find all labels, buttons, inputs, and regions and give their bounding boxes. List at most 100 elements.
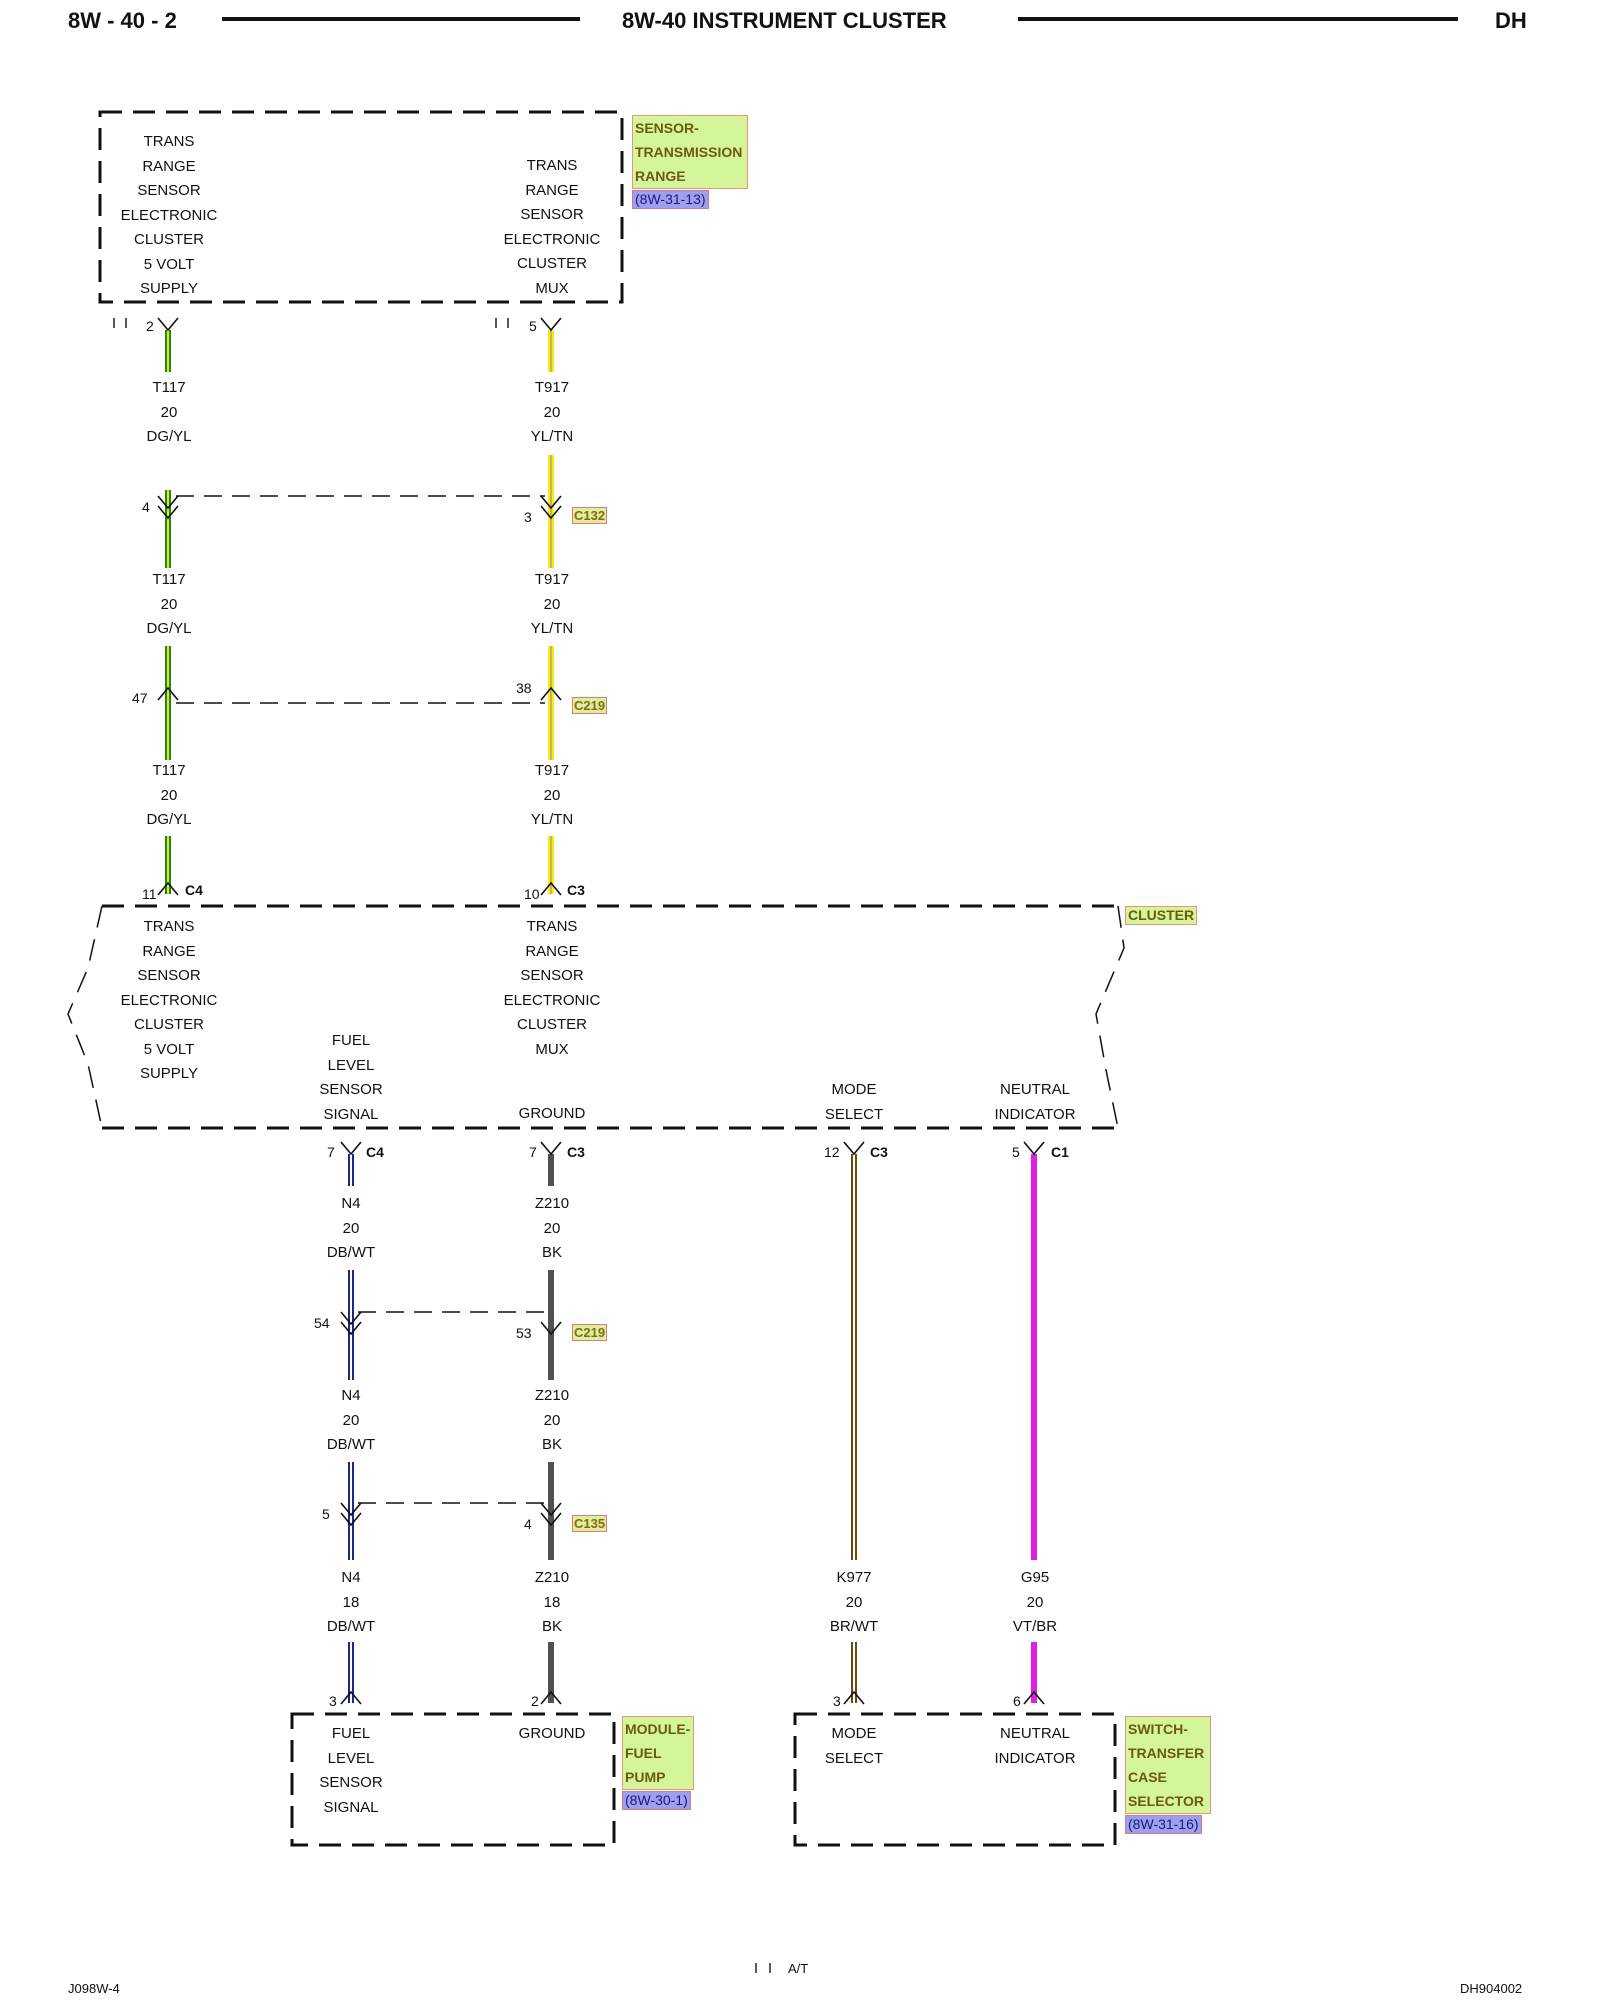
text-line: TRANSFER (1128, 1745, 1205, 1761)
text-line: MODE (831, 1081, 877, 1098)
pin-c219-b-left: 54 (314, 1315, 330, 1331)
text-line: FUEL (625, 1745, 662, 1761)
text-line: ELECTRONIC (503, 991, 601, 1009)
cl-mux-pin (540, 881, 562, 896)
text-line: TRANS (526, 918, 578, 935)
text-line: 20 (543, 1411, 561, 1429)
text-line: RANGE (142, 157, 196, 175)
text-line: 5 VOLT (143, 255, 195, 273)
c135-connector-tag[interactable]: C135 (572, 1515, 608, 1532)
fp-ground-label: GROUND (519, 1722, 586, 1747)
c219-a-connector-tag[interactable]: C219 (572, 697, 608, 714)
text-line: DG/YL (146, 428, 192, 445)
text-line: SUPPLY (139, 1065, 199, 1082)
c219-b-right-pin (540, 1321, 562, 1336)
text-line: SENSOR (319, 1081, 383, 1098)
text-line: LEVEL (327, 1056, 375, 1074)
footer-tick (755, 1963, 771, 1973)
pin-tc-mode: 3 (833, 1693, 841, 1709)
text-line: MODE (831, 1725, 877, 1742)
c135-right-pin (540, 1502, 562, 1527)
text-line: MUX (535, 1040, 569, 1058)
text-line: ELECTRONIC (503, 230, 601, 248)
c132-connector-tag[interactable]: C132 (572, 507, 608, 524)
trs-reference-link[interactable]: (8W-31-13) (632, 190, 709, 209)
tc-mode-pin (843, 1690, 865, 1705)
trs-mux-pin (540, 317, 562, 332)
text-line: RANGE (525, 942, 579, 960)
header-rule-left (222, 17, 580, 21)
tc-neutral-pin (1023, 1690, 1045, 1705)
pin-trs-mux: 5 (529, 318, 537, 334)
pin-c219-b-right: 53 (516, 1325, 532, 1341)
cluster-left-side (67, 905, 103, 1129)
text-line: MODULE- (625, 1721, 691, 1737)
text-line: ELECTRONIC (120, 206, 218, 224)
transfer-case-reference-link[interactable]: (8W-31-16) (1125, 1815, 1202, 1834)
text-line: GROUND (518, 1725, 586, 1742)
pin-cl-ground: 7 (529, 1144, 537, 1160)
page-number: 8W - 40 - 2 (68, 8, 177, 33)
cl-ground-connector-id: C3 (567, 1144, 585, 1160)
pin-c132-right: 3 (524, 509, 532, 525)
text-line: TRANS (526, 157, 578, 174)
text-line: RANGE (142, 942, 196, 960)
text-line: CLUSTER (133, 1016, 204, 1033)
text-line: DG/YL (146, 620, 192, 637)
text-line: NEUTRAL (999, 1081, 1070, 1098)
text-line: RANGE (635, 168, 686, 184)
text-line: SELECT (824, 1105, 884, 1123)
c219-a-left-pin (157, 686, 179, 701)
text-line: 5 VOLT (143, 1040, 195, 1058)
c135-left-pin (340, 1502, 362, 1527)
fuel-pump-reference-link[interactable]: (8W-30-1) (622, 1791, 691, 1810)
cl-mode-pin (843, 1141, 865, 1156)
text-line: K977 (836, 1569, 872, 1586)
fp-ground-pin (540, 1690, 562, 1705)
header-rule-right (1018, 17, 1458, 21)
text-line: 20 (160, 595, 178, 613)
text-line: 18 (543, 1593, 561, 1611)
vehicle-code: DH (1495, 8, 1527, 33)
trs-tick-left (113, 318, 127, 328)
text-line: 20 (160, 786, 178, 804)
cluster-component-tag[interactable]: CLUSTER (1125, 906, 1198, 925)
cl-mux-connector-id: C3 (567, 882, 585, 898)
text-line: CLUSTER (516, 255, 587, 272)
text-line: SENSOR (137, 182, 201, 199)
text-line: LEVEL (327, 1749, 375, 1767)
text-line: DG/YL (146, 811, 192, 828)
text-line: BR/WT (829, 1618, 879, 1635)
cl-supply-pin (157, 881, 179, 896)
cl-mode-label: MODE SELECT (825, 1078, 883, 1127)
text-line: SENSOR- (635, 120, 699, 136)
c219-b-connector-tag[interactable]: C219 (572, 1324, 608, 1341)
text-line: T117 (152, 571, 186, 588)
text-line: INDICATOR (994, 1105, 1076, 1123)
footer-option-note: A/T (788, 1961, 809, 1976)
text-line: SUPPLY (139, 280, 199, 297)
trs-tick-right (495, 318, 509, 328)
cl-mode-connector-id: C3 (870, 1144, 888, 1160)
text-line: SIGNAL (323, 1105, 379, 1123)
text-line: TRANS (143, 918, 195, 935)
text-line: Z210 (534, 1195, 570, 1212)
text-line: G95 (1020, 1569, 1050, 1586)
text-line: 20 (543, 595, 561, 613)
text-line: INDICATOR (994, 1749, 1076, 1767)
text-line: 18 (342, 1593, 360, 1611)
text-line: MUX (535, 279, 569, 297)
pin-trs-supply: 2 (146, 318, 154, 334)
